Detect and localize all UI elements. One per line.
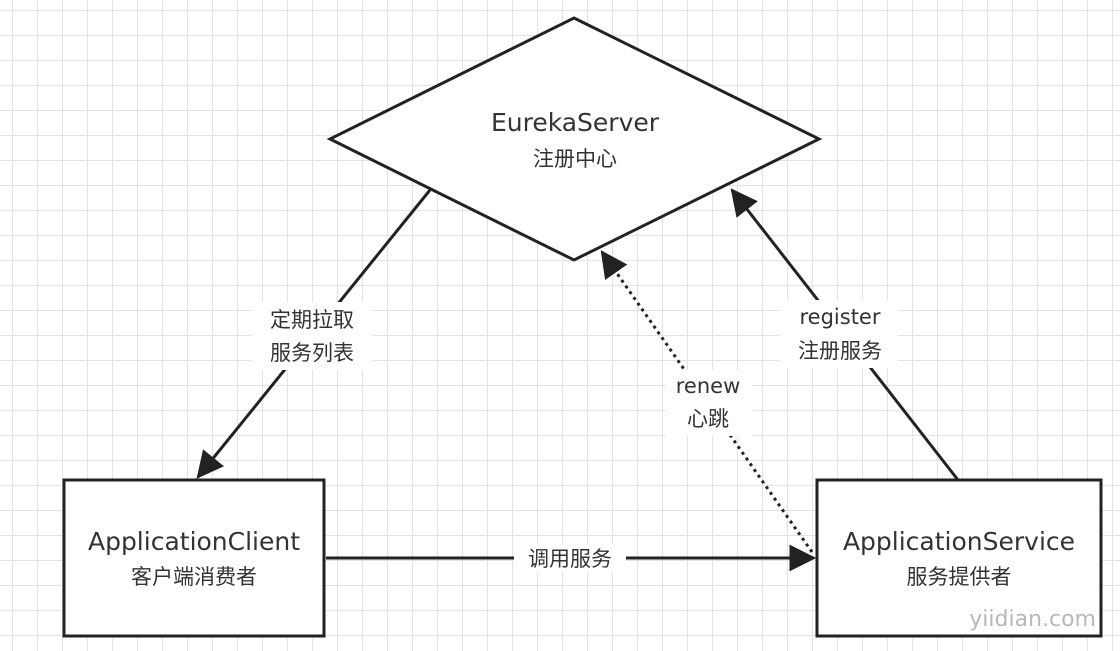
eureka-server-subtitle: 注册中心 — [533, 147, 617, 171]
invoke-label: 调用服务 — [528, 547, 612, 571]
fetch-label-line2: 服务列表 — [270, 341, 354, 365]
renew-label-line2: 心跳 — [687, 407, 729, 431]
application-service-title: ApplicationService — [843, 527, 1075, 556]
register-label-line1: register — [800, 305, 881, 329]
application-client-node — [62, 478, 326, 638]
renew-label-line1: renew — [676, 374, 741, 398]
application-service-node — [815, 478, 1103, 638]
eureka-server-title: EurekaServer — [491, 108, 660, 137]
application-client-title: ApplicationClient — [88, 527, 300, 556]
application-client-subtitle: 客户端消费者 — [131, 565, 257, 589]
watermark: yiidian.com — [969, 607, 1096, 632]
fetch-label-line1: 定期拉取 — [270, 308, 354, 332]
register-label-line2: 注册服务 — [798, 339, 882, 363]
application-service-subtitle: 服务提供者 — [907, 565, 1012, 589]
eureka-server-node — [326, 16, 823, 262]
